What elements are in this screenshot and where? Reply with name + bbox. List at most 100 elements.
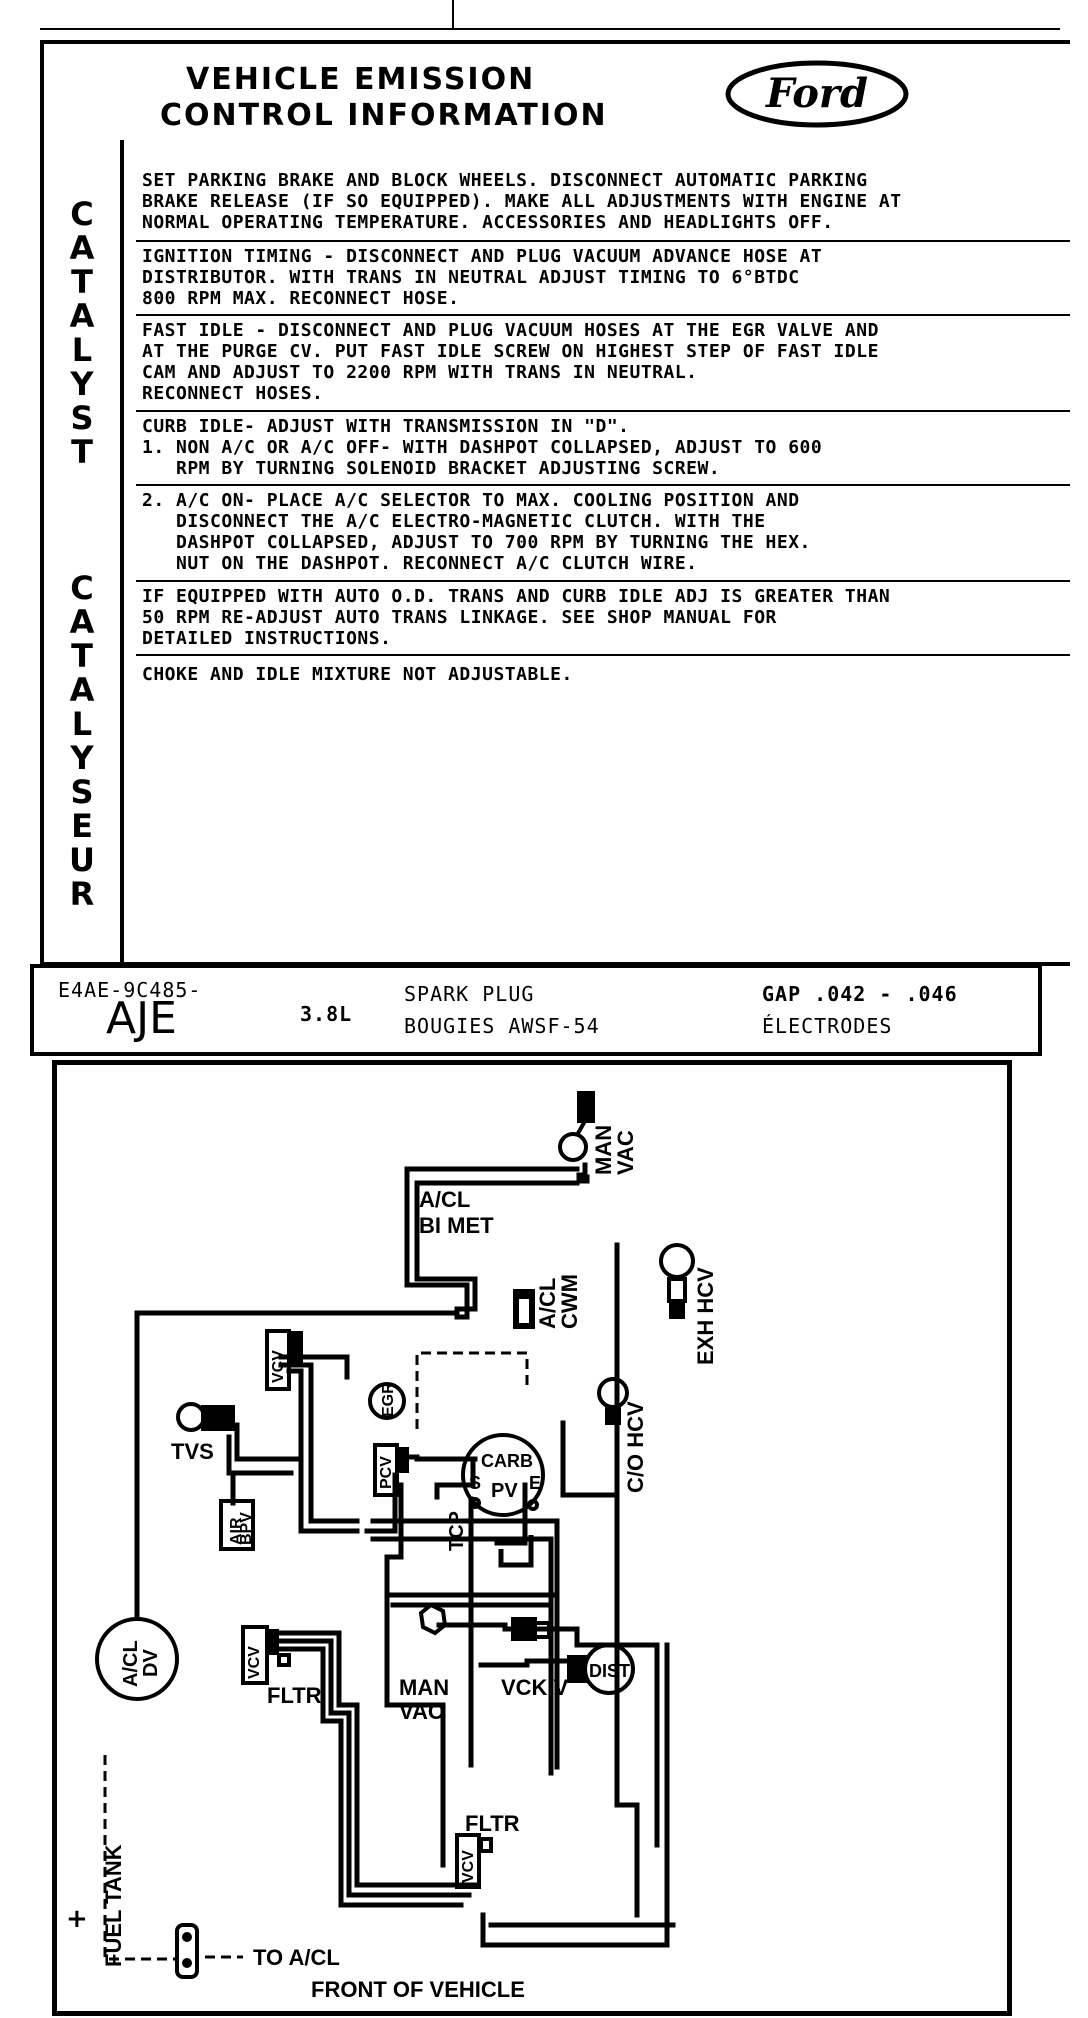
carb-component <box>461 1433 545 1517</box>
hose-left-loop <box>270 1630 480 1888</box>
catalyseur-letter: A <box>69 671 95 709</box>
label-vcv-bottom: VCV <box>460 1850 477 1883</box>
label-vck-v: VCK V <box>501 1675 569 1700</box>
catalyseur-letter: R <box>69 875 95 913</box>
catalyst-letter: A <box>69 297 95 335</box>
label-man-vac-mid-2: VAC <box>399 1699 444 1724</box>
exh-hcv-component <box>659 1243 695 1319</box>
pcv-component <box>373 1443 409 1497</box>
catalyseur-letter: A <box>69 603 95 641</box>
gap-en: GAP .042 - .046 <box>762 982 958 1006</box>
header-title-line2: CONTROL INFORMATION <box>160 98 608 133</box>
spark-plug-fr: BOUGIES AWSF-54 <box>404 1014 600 1038</box>
co-hcv-component <box>597 1377 629 1425</box>
label-man-vac-mid-1: MAN <box>399 1675 449 1700</box>
instruction-ac-on: 2. A/C ON- PLACE A/C SELECTOR TO MAX. CO… <box>142 490 811 574</box>
label-man-vac-top-1: MAN <box>591 1125 616 1175</box>
instruction-divider <box>136 484 1070 486</box>
man-vac-mid-component <box>418 1602 448 1636</box>
dist-component <box>567 1643 635 1695</box>
hose-bimet-cwm <box>404 1166 580 1320</box>
label-air-bpv-1: AIR <box>228 1517 245 1545</box>
instructions-panel: C A T A L Y S T C A T A L Y S E U R SET … <box>40 140 1070 966</box>
calibration-code: AJE <box>106 993 177 1044</box>
calibration-panel: E4AE-9C485- AJE 3.8L SPARK PLUG BOUGIES … <box>30 964 1042 1056</box>
instruction-divider <box>136 654 1070 656</box>
top-edge-line <box>40 28 1060 30</box>
side-divider <box>120 140 124 962</box>
hose-vck-dist-2 <box>478 1658 572 1668</box>
hose-carb-right <box>494 1482 528 1546</box>
hose-tvs-bpv <box>234 1422 300 1462</box>
label-carb: CARB <box>481 1451 533 1471</box>
label-front-of-vehicle: FRONT OF VEHICLE <box>311 1977 525 2002</box>
instruction-divider <box>136 240 1070 242</box>
vck-v-component <box>511 1617 551 1641</box>
calibration-top-rule <box>34 964 1042 968</box>
catalyseur-letter: T <box>71 637 93 675</box>
catalyseur-letter: U <box>69 841 95 879</box>
label-tcp: TCP <box>446 1511 468 1551</box>
spark-plug-en: SPARK PLUG <box>404 982 535 1006</box>
catalyst-letter: S <box>70 399 94 437</box>
egr-component <box>368 1382 406 1420</box>
label-carb-s: S <box>469 1473 481 1493</box>
hose-manvac-vck <box>436 1622 516 1632</box>
label-vcv-top: VCV <box>270 1350 287 1383</box>
label-to-acl: TO A/CL <box>253 1945 340 1970</box>
label-acl-cwm-1: A/CL <box>535 1278 560 1329</box>
label-vcv-left: VCV <box>246 1646 263 1679</box>
catalyseur-letter: E <box>71 807 93 845</box>
label-acl-cwm-2: CWM <box>557 1274 582 1329</box>
vcv-top-component <box>265 1329 303 1391</box>
hose-pcv-carb <box>402 1454 478 1462</box>
hose-exh-hcv <box>614 1242 640 1918</box>
instruction-divider <box>136 314 1070 316</box>
label-fltr-left: FLTR <box>267 1683 322 1708</box>
catalyseur-letter: C <box>70 569 94 607</box>
instruction-ignition-timing: IGNITION TIMING - DISCONNECT AND PLUG VA… <box>142 246 823 309</box>
air-bpv-component <box>219 1499 255 1551</box>
label-egr: EGR <box>380 1382 397 1417</box>
ford-logo-text: Ford <box>766 70 868 117</box>
label-pcv: PCV <box>378 1456 395 1489</box>
label-air-bpv-2: BPV <box>238 1512 255 1545</box>
man-vac-top-component <box>558 1091 595 1162</box>
label-fuel-tank: FUEL TANK <box>101 1844 126 1967</box>
hose-carb-tcp <box>434 1460 476 1500</box>
hose-bottom-right <box>480 1642 670 1948</box>
hose-cross-2 <box>370 1536 554 1776</box>
catalyseur-letter: Y <box>70 739 94 777</box>
label-acl-dv-1: A/CL <box>120 1640 142 1687</box>
header-title-line1: VEHICLE EMISSION <box>186 62 536 97</box>
plus-mark: + <box>66 1904 88 1934</box>
catalyst-letter: T <box>71 263 93 301</box>
header-panel: VEHICLE EMISSION CONTROL INFORMATION For… <box>40 40 1070 144</box>
label-acl-bimet-1: A/CL <box>419 1187 470 1212</box>
catalyst-letter: Y <box>70 365 94 403</box>
engine-size: 3.8L <box>300 1002 353 1026</box>
catalyst-letter: T <box>71 433 93 471</box>
hose-co-hcv <box>560 1420 620 1498</box>
acl-dv-component <box>95 1617 179 1701</box>
instruction-auto-od: IF EQUIPPED WITH AUTO O.D. TRANS AND CUR… <box>142 586 891 649</box>
instruction-choke: CHOKE AND IDLE MIXTURE NOT ADJUSTABLE. <box>142 664 573 685</box>
label-fltr-bottom: FLTR <box>465 1811 520 1836</box>
label-acl-dv-2: DV <box>140 1649 162 1677</box>
hose-left-loop-inner <box>270 1638 472 1898</box>
fltr-bottom-component <box>455 1833 493 1889</box>
tcp-component <box>498 1535 534 1568</box>
hose-vcv-down-inner <box>286 1368 360 1534</box>
hose-middle-vertical <box>384 1482 446 1868</box>
catalyseur-letter: L <box>71 705 93 743</box>
catalyst-letter: L <box>71 331 93 369</box>
label-acl-bimet-2: BI MET <box>419 1213 494 1238</box>
label-tvs: TVS <box>171 1439 214 1464</box>
vacuum-hose-diagram: MAN VAC A/CL BI MET A/CL CWM EXH HCV VCV… <box>95 1091 718 2002</box>
acl-cwm-component <box>513 1289 535 1329</box>
tvs-component <box>176 1402 235 1432</box>
hose-manvac-bimet <box>576 1162 590 1184</box>
catalyst-letter: C <box>70 195 94 233</box>
vacuum-diagram-panel: MAN VAC A/CL BI MET A/CL CWM EXH HCV VCV… <box>52 1060 1012 2016</box>
instruction-curb-idle: CURB IDLE- ADJUST WITH TRANSMISSION IN "… <box>142 416 823 479</box>
